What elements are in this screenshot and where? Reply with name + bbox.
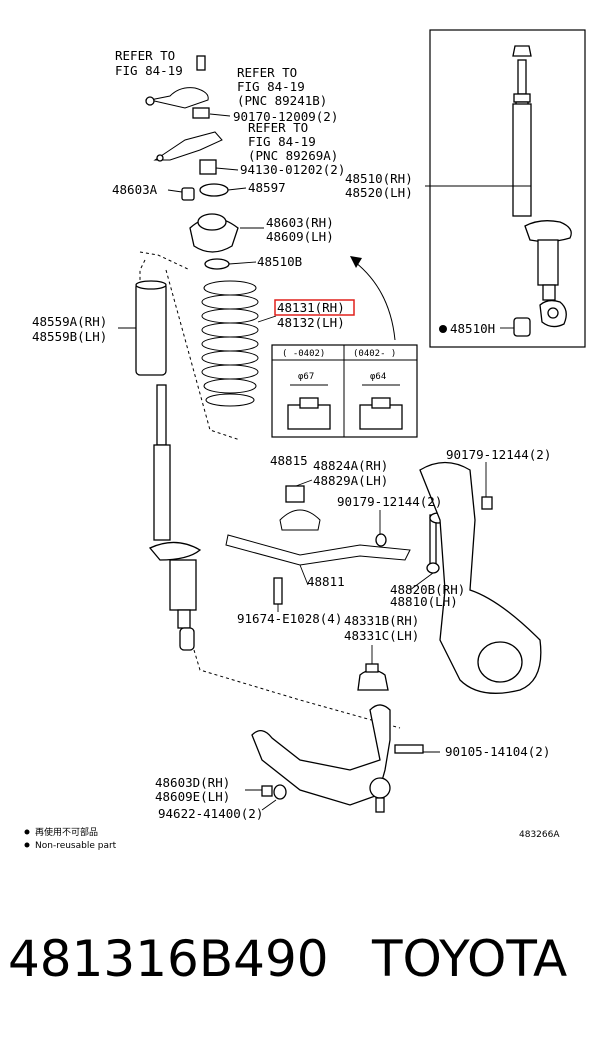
label-48603A: 48603A xyxy=(112,182,158,197)
label-48510H: 48510H xyxy=(450,321,495,336)
label-48132-lh: 48132(LH) xyxy=(277,315,345,330)
table-col-1: ( -0402) xyxy=(282,349,325,359)
label-48131-rh: 48131(RH) xyxy=(277,300,345,315)
label-48603-rh: 48603(RH) xyxy=(266,215,334,230)
table-col-2: (0402- ) xyxy=(353,349,396,359)
label-48510B: 48510B xyxy=(257,254,302,269)
label-48603D: 48603D(RH) xyxy=(155,775,230,790)
steering-knuckle xyxy=(419,461,542,694)
label-48609E: 48609E(LH) xyxy=(155,789,230,804)
main-strut xyxy=(148,384,202,651)
label-refer-1: REFER TO xyxy=(115,48,175,63)
brand-name: TOYOTA xyxy=(372,930,568,988)
top-mount-hardware xyxy=(145,55,239,270)
label-48520-lh: 48520(LH) xyxy=(345,185,413,200)
non-reusable-dot-48510H xyxy=(439,325,447,333)
label-94622: 94622-41400(2) xyxy=(158,806,263,821)
label-48815: 48815 xyxy=(270,453,308,468)
label-48824A: 48824A(RH) xyxy=(313,458,388,473)
label-refer-3c: (PNC 89269A) xyxy=(248,148,338,163)
table-d2: φ64 xyxy=(370,372,386,382)
figure-code: 483266A xyxy=(519,830,560,840)
label-48510-rh: 48510(RH) xyxy=(345,171,413,186)
label-48820B: 48820B(RH) xyxy=(390,582,465,597)
coil-spring xyxy=(201,280,259,407)
shock-inset-box xyxy=(429,29,586,348)
label-48559A: 48559A(RH) xyxy=(32,314,107,329)
bump-stopper xyxy=(357,663,389,691)
label-refer-2c: (PNC 89241B) xyxy=(237,93,327,108)
part-number: 481316B490 xyxy=(8,930,329,988)
legend-english: Non-reusable part xyxy=(35,841,117,851)
dust-boot xyxy=(135,280,167,376)
legend-dot-1 xyxy=(24,829,30,835)
label-refer-3b: FIG 84-19 xyxy=(248,134,316,149)
label-refer-2: REFER TO xyxy=(237,65,297,80)
label-90179-b: 90179-12144(2) xyxy=(337,494,442,509)
spring-seat-table xyxy=(271,344,418,438)
inset-shock-absorber xyxy=(439,45,572,337)
label-48597: 48597 xyxy=(248,180,286,195)
label-94130: 94130-01202(2) xyxy=(240,162,345,177)
highlight-48131 xyxy=(274,299,355,316)
caption-bar: 481316B490 TOYOTA xyxy=(0,930,600,1020)
label-48331C: 48331C(LH) xyxy=(344,628,419,643)
label-91674: 91674-E1028(4) xyxy=(237,611,342,626)
label-48559B: 48559B(LH) xyxy=(32,329,107,344)
label-refer-2b: FIG 84-19 xyxy=(237,79,305,94)
legend-chinese: 再使用不可部品 xyxy=(35,826,98,838)
table-d1: φ67 xyxy=(298,372,314,382)
leader-lines xyxy=(118,113,531,811)
label-48829A: 48829A(LH) xyxy=(313,473,388,488)
legend-dot-2 xyxy=(24,842,30,848)
label-48331B: 48331B(RH) xyxy=(344,613,419,628)
label-refer-1b: FIG 84-19 xyxy=(115,63,183,78)
label-90170: 90170-12009(2) xyxy=(233,109,338,124)
label-90179-a: 90179-12144(2) xyxy=(446,447,551,462)
label-48811: 48811 xyxy=(307,574,345,589)
parts-diagram: REFER TO FIG 84-19 REFER TO FIG 84-19 (P… xyxy=(24,29,586,851)
stabilizer-bar xyxy=(225,485,411,605)
lower-control-arm xyxy=(251,704,424,813)
label-48609-lh: 48609(LH) xyxy=(266,229,334,244)
label-90105: 90105-14104(2) xyxy=(445,744,550,759)
label-refer-3: REFER TO xyxy=(248,120,308,135)
label-48810: 48810(LH) xyxy=(390,594,458,609)
